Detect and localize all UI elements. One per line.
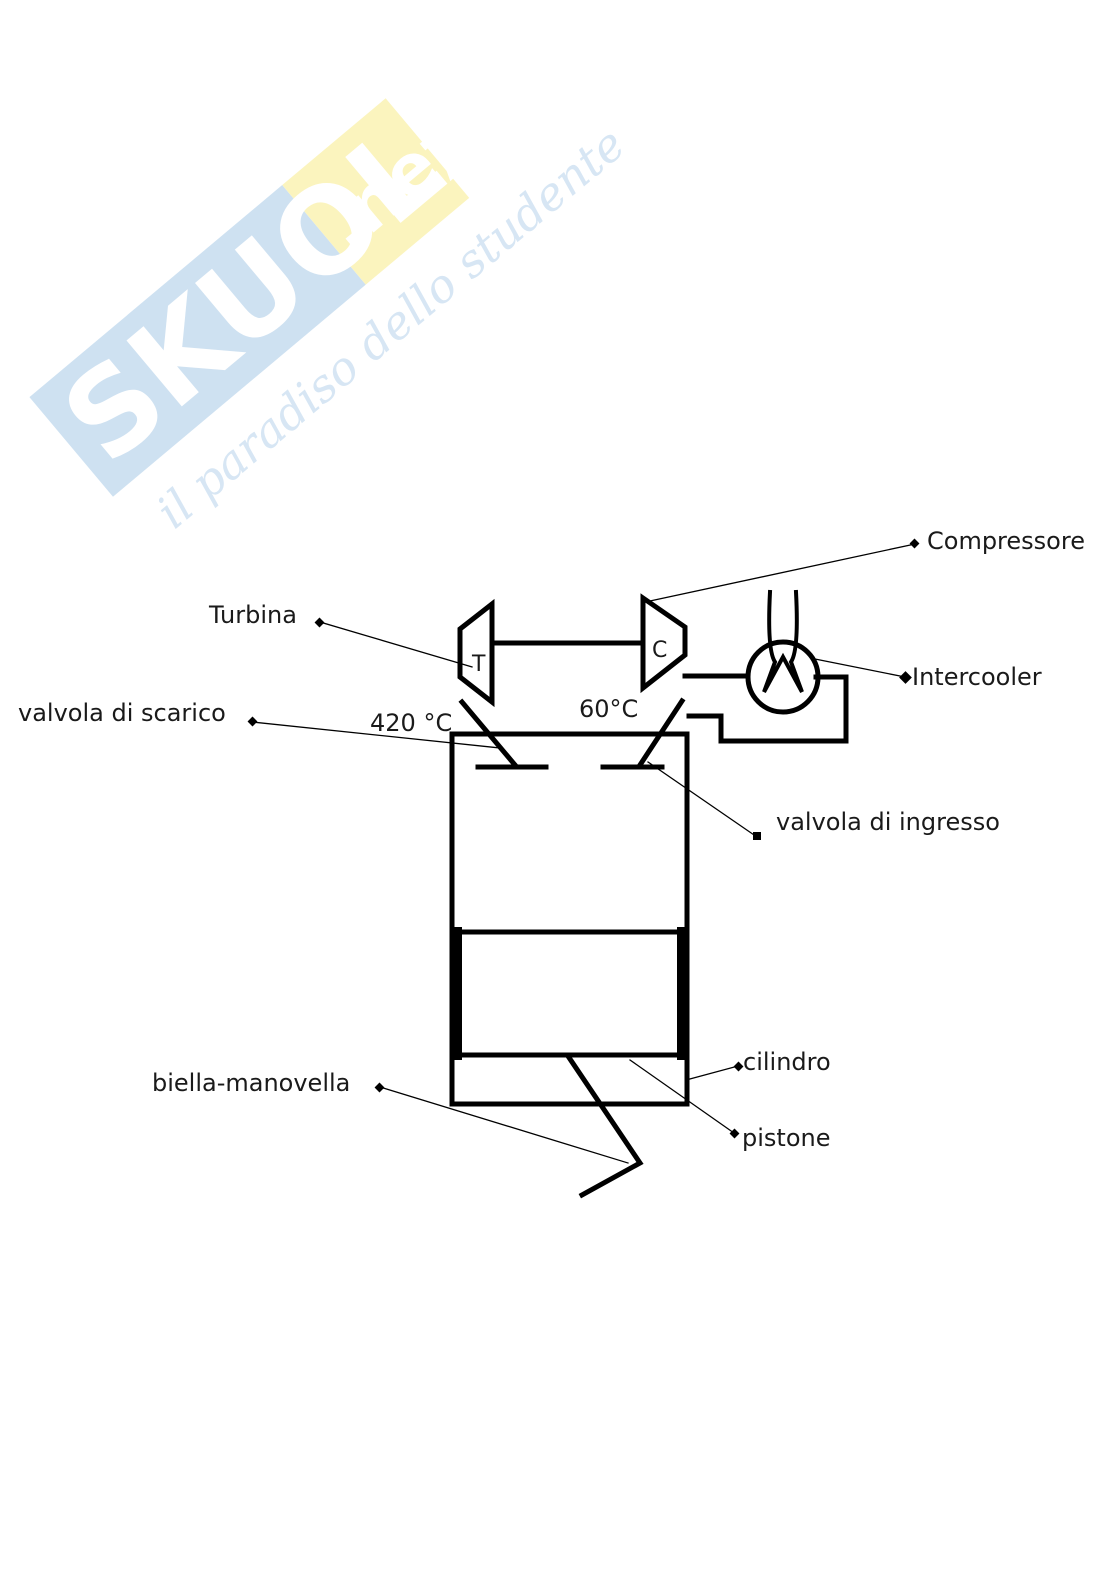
label-intake-valve: valvola di ingresso [776, 808, 1000, 836]
crank-rod [564, 1052, 644, 1199]
dot-intercooler [899, 671, 912, 684]
dot-turbine [314, 617, 325, 628]
dot-piston [729, 1128, 740, 1139]
dot-crank [374, 1082, 385, 1093]
leader-lines [251, 543, 916, 1164]
label-intercooler: Intercooler [912, 663, 1042, 691]
leader-piston [629, 1059, 735, 1134]
watermark-logo-blue-band [29, 185, 366, 497]
cylinder-body [449, 731, 690, 1107]
leader-cylinder [689, 1065, 739, 1080]
dot-intake-valve [753, 832, 761, 840]
label-cylinder: cilindro [743, 1048, 831, 1076]
leader-intercooler [814, 658, 906, 678]
watermark-logo: SKUOLA .net il paradiso dello studente [29, 39, 635, 539]
exhaust-valve-stem [458, 698, 519, 769]
turbine-letter: T [471, 652, 486, 677]
intake-valve-stem [636, 697, 686, 769]
label-turbine: Turbina [208, 601, 297, 629]
label-crank: biella-manovella [152, 1069, 350, 1097]
dot-exhaust-valve [247, 716, 258, 727]
turbine-shape [457, 598, 495, 708]
leader-exhaust-valve [251, 721, 501, 749]
dot-cylinder [733, 1061, 744, 1072]
label-piston: pistone [742, 1124, 830, 1152]
intercooler-coolant-lines [762, 589, 804, 693]
compressor-shape [640, 593, 688, 694]
intercooler-return-pipe [686, 674, 849, 744]
dot-compressor [909, 538, 920, 549]
label-compressor: Compressore [927, 527, 1085, 555]
compressor-letter: C [652, 638, 667, 663]
watermark-logo-yellow-band [282, 98, 470, 285]
leader-compressor [649, 543, 916, 602]
leader-intake-valve [647, 761, 758, 838]
label-exhaust-valve: valvola di scarico [18, 699, 226, 727]
intake-temperature: 60°C [579, 695, 638, 723]
leader-turbine [319, 621, 473, 668]
exhaust-temperature: 420 °C [370, 709, 452, 737]
piston-body [452, 929, 687, 1058]
intercooler-circle [745, 639, 821, 715]
leader-crank [379, 1086, 629, 1164]
